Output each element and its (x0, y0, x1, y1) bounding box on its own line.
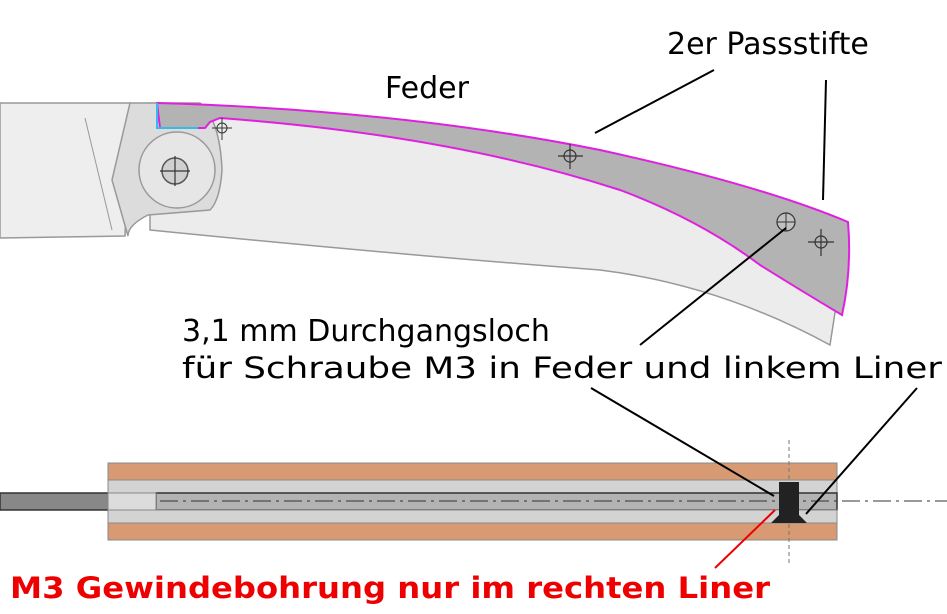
leader-hole-top (639, 227, 787, 346)
spring (155, 101, 851, 317)
blade-grind-line (84, 117, 113, 231)
liner-left (107, 479, 838, 494)
scale-top (107, 462, 838, 481)
screw-hole-icon (776, 212, 796, 232)
label-feder: Feder (385, 71, 470, 106)
leader-passstifte (822, 79, 827, 201)
leader-hole-bottom-a (590, 387, 775, 497)
small-pin-icon (212, 118, 232, 140)
blade (0, 102, 131, 239)
cross-section-view (0, 440, 947, 565)
leader-lines (590, 69, 918, 569)
leader-hole-bottom-b (805, 387, 918, 515)
dowel-pin-2-icon (808, 229, 834, 256)
label-hole-line2: für Schraube M3 in Feder und linkem Line… (182, 351, 942, 385)
scale-bottom (107, 522, 838, 541)
label-passstifte: 2er Passstifte (667, 27, 869, 62)
dowel-pin-1-icon (558, 144, 583, 169)
screw-icon (771, 482, 807, 523)
spring-tip-highlight (156, 103, 198, 129)
label-thread: M3 Gewindebohrung nur im rechten Liner (10, 571, 771, 605)
leader-feder (594, 69, 715, 134)
knife-side-view (0, 101, 851, 347)
leader-thread (714, 509, 776, 569)
label-hole-line1: 3,1 mm Durchgangsloch (182, 314, 550, 349)
liner-right (107, 509, 838, 524)
